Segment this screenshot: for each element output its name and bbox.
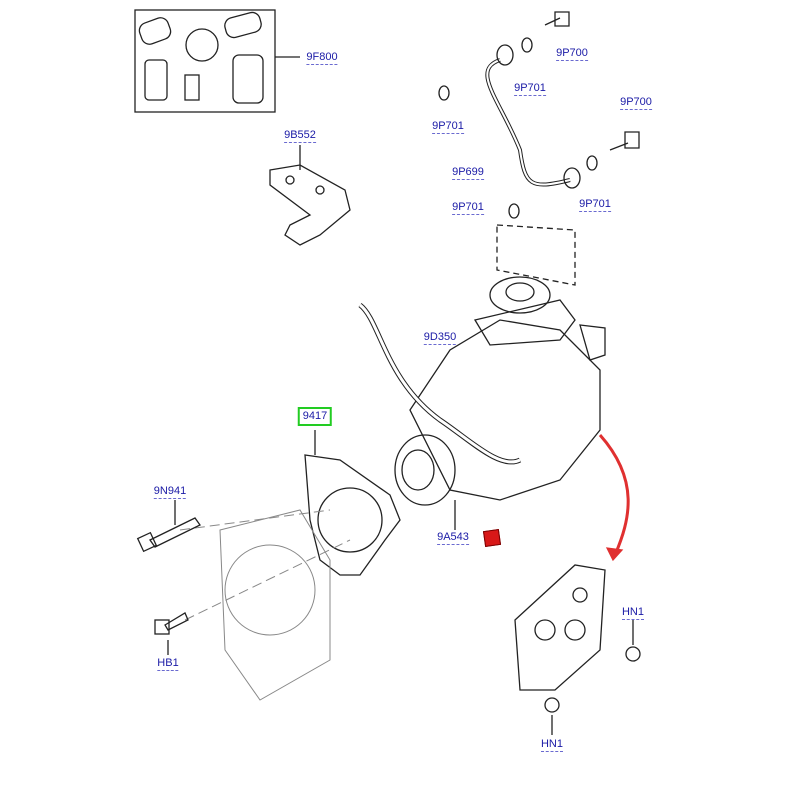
label-9p700-right[interactable]: 9P700 [620,96,652,110]
label-9b552[interactable]: 9B552 [284,129,316,143]
label-9f800[interactable]: 9F800 [306,51,338,65]
engine-housing-drawing [179,509,351,701]
label-hn1-bottom[interactable]: HN1 [540,738,564,752]
label-9p701-bottom-left[interactable]: 9P701 [452,201,484,215]
pump-drawing [358,276,606,530]
pipe-drawing [438,11,640,286]
label-9p701-left[interactable]: 9P701 [432,120,464,134]
bracket-plate-drawing [514,564,641,735]
label-hb1[interactable]: HB1 [157,657,179,671]
bolt-drawings [136,500,201,655]
arrow [598,434,630,556]
label-9a543[interactable]: 9A543 [437,531,469,545]
label-9d350[interactable]: 9D350 [423,331,457,345]
label-hn1-right[interactable]: HN1 [621,606,645,620]
label-9417-selected[interactable]: 9417 [297,407,333,426]
label-9p699[interactable]: 9P699 [452,166,484,180]
gasket-drawing [304,430,401,576]
bracket-drawing [269,145,351,246]
label-9p701-top[interactable]: 9P701 [514,82,546,96]
label-9n941[interactable]: 9N941 [153,485,187,499]
label-9p701-bottom-right[interactable]: 9P701 [579,198,611,212]
kit-box [134,9,300,113]
red-tag-icon[interactable] [482,528,502,548]
label-9p700-top[interactable]: 9P700 [556,47,588,61]
